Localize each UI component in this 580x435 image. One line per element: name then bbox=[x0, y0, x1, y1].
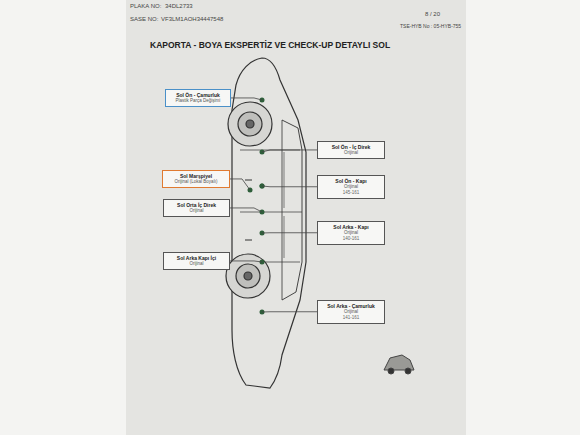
leader-line bbox=[262, 311, 317, 312]
leader-line bbox=[230, 261, 262, 262]
leader-line bbox=[231, 98, 262, 100]
part-name: Sol Arka - Kapı bbox=[322, 224, 380, 230]
part-name: Sol Arka - Çamurluk bbox=[322, 303, 380, 309]
part-status: Orijinal bbox=[168, 208, 225, 214]
part-name: Sol Ön - Kapı bbox=[322, 178, 380, 184]
header-label: VF3LM1AOH34447548 bbox=[161, 16, 223, 22]
part-status: Orijinal bbox=[322, 150, 380, 156]
header-label: SASE NO: bbox=[130, 16, 158, 22]
leader-line bbox=[262, 186, 317, 188]
part-name: Sol Marşpiyel bbox=[167, 173, 225, 179]
leader-line bbox=[230, 179, 250, 190]
header-label: PLAKA NO: bbox=[130, 3, 161, 9]
part-status: Plastik Parça Değişimi bbox=[170, 98, 226, 104]
part-status: Orijinal bbox=[322, 230, 380, 236]
callout-box: Sol Ön - KapıOrijinal145-161 bbox=[317, 175, 385, 199]
leader-line bbox=[230, 208, 262, 212]
part-status: Orijinal bbox=[322, 184, 380, 190]
callout-box: Sol Orta İç DirekOrijinal bbox=[163, 199, 230, 217]
paint-thickness: 145-161 bbox=[322, 190, 380, 196]
callout-box: Sol MarşpiyelOrijinal (Lokal Boyalı) bbox=[162, 170, 230, 188]
part-name: Sol Orta İç Direk bbox=[168, 202, 225, 208]
leader-line bbox=[262, 150, 317, 152]
page-title: KAPORTA - BOYA EKSPERTİZ VE CHECK-UP DET… bbox=[150, 40, 390, 50]
header-label: 34DL2733 bbox=[165, 3, 193, 9]
part-status: Orijinal (Lokal Boyalı) bbox=[167, 179, 225, 185]
part-status: Orijinal bbox=[322, 309, 380, 315]
paint-thickness: 140-161 bbox=[322, 236, 380, 242]
callout-box: Sol Arka - ÇamurlukOrijinal141-161 bbox=[317, 300, 385, 324]
callout-box: Sol Ön - ÇamurlukPlastik Parça Değişimi bbox=[165, 89, 231, 107]
part-name: Sol Ön - İç Direk bbox=[322, 144, 380, 150]
callout-box: Sol Arka Kapı İçiOrijinal bbox=[163, 252, 230, 270]
header-label: 8 / 20 bbox=[425, 11, 440, 17]
leader-line bbox=[262, 232, 317, 233]
paint-thickness: 141-161 bbox=[322, 315, 380, 321]
part-name: Sol Arka Kapı İçi bbox=[168, 255, 225, 261]
paper-sheet bbox=[126, 0, 466, 435]
part-status: Orijinal bbox=[168, 261, 225, 267]
callout-box: Sol Arka - KapıOrijinal140-161 bbox=[317, 221, 385, 245]
callout-box: Sol Ön - İç DirekOrijinal bbox=[317, 141, 385, 159]
part-name: Sol Ön - Çamurluk bbox=[170, 92, 226, 98]
header-label: TSE-HYB No : 05-HYB-755 bbox=[400, 23, 461, 29]
